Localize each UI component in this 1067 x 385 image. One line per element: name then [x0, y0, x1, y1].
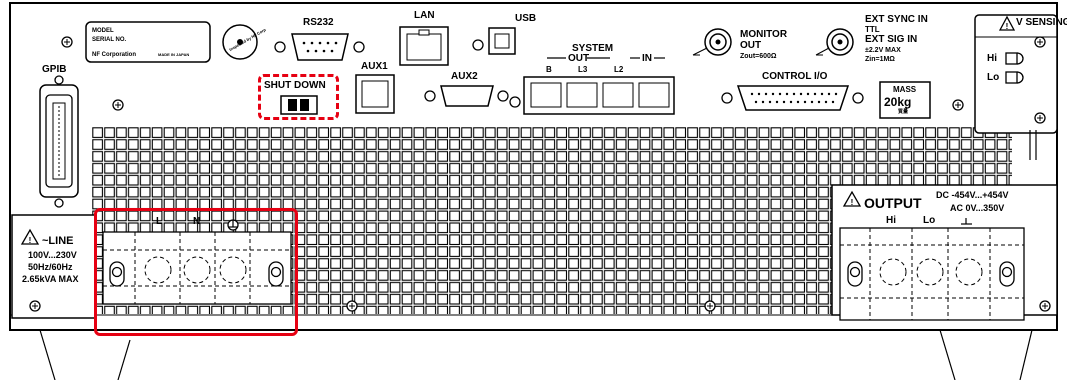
- aux2-label: AUX2: [451, 71, 478, 82]
- line-freq: 50Hz/60Hz: [28, 262, 73, 272]
- svg-text:!: !: [851, 198, 854, 207]
- mass-value: 20kg: [884, 95, 912, 109]
- output-ac-spec: AC 0V...350V: [950, 203, 1005, 213]
- mass-label: MASS: [893, 85, 917, 94]
- line-terminal-n: N: [193, 216, 201, 227]
- aux1-port: [355, 74, 395, 114]
- mass-label-box: [879, 81, 931, 119]
- line-power: 2.65kVA MAX: [22, 275, 79, 284]
- system-in-label: IN: [642, 53, 652, 64]
- output-terminal-hi: Hi: [886, 215, 896, 226]
- vsensing-title: V SENSING: [1016, 17, 1067, 28]
- gpib-label: GPIB: [42, 64, 67, 75]
- line-title: ~LINE: [42, 235, 74, 247]
- monitor-bnc: [692, 28, 732, 56]
- system-ports: [509, 57, 675, 115]
- shutdown-connector: [280, 95, 318, 115]
- monitor-title: MONITOR: [740, 29, 788, 40]
- shutdown-label: SHUT DOWN: [264, 80, 326, 91]
- inspection-seal: [222, 24, 258, 60]
- line-terminal-block: [11, 214, 292, 319]
- system-out-label: OUT: [568, 53, 590, 64]
- ext-zin-label: Zin=1MΩ: [865, 56, 895, 63]
- panel-feet: [39, 329, 1033, 381]
- usb-label: USB: [515, 13, 537, 24]
- system-port-l2-label: L2: [614, 65, 624, 74]
- ext-max-label: ±2.2V MAX: [865, 47, 901, 54]
- control-io-connector: [721, 85, 864, 111]
- aux1-label: AUX1: [361, 61, 388, 72]
- output-terminal-block: [831, 184, 1058, 321]
- shutdown-highlight: [258, 74, 339, 120]
- output-title: OUTPUT: [864, 195, 922, 211]
- vsensing-lo: Lo: [987, 72, 1000, 83]
- side-slots: [1029, 130, 1037, 160]
- monitor-out: OUT: [740, 40, 762, 51]
- svg-text:!: !: [29, 236, 32, 245]
- rs232-label: RS232: [303, 17, 334, 28]
- line-terminal-highlight: [94, 208, 298, 336]
- monitor-spec: Zout=600Ω: [740, 53, 777, 60]
- nameplate: [85, 21, 211, 63]
- aux2-port: [424, 85, 509, 107]
- nameplate-model: MODEL: [92, 28, 114, 34]
- rs232-connector: [274, 33, 365, 61]
- lan-port: [399, 26, 449, 66]
- control-io-label: CONTROL I/O: [762, 71, 828, 82]
- usb-port: [472, 27, 516, 55]
- warning-icon: [20, 15, 1016, 245]
- nameplate-origin: MADE IN JAPAN: [158, 52, 190, 57]
- ext-sig-label: EXT SIG IN: [865, 34, 918, 45]
- vsensing-hi: Hi: [987, 53, 997, 64]
- lan-label: LAN: [414, 10, 435, 21]
- output-dc-spec: DC -454V...+454V: [936, 190, 1009, 200]
- system-label: SYSTEM: [572, 43, 614, 54]
- line-terminal-l: L: [156, 216, 163, 227]
- ext-bnc: [815, 28, 854, 56]
- ext-ttl-label: TTL: [865, 25, 880, 34]
- system-port-l3-label: L3: [578, 65, 588, 74]
- system-port-b-label: B: [546, 65, 552, 74]
- svg-text:!: !: [1006, 22, 1009, 31]
- nameplate-serial: SERIAL NO.: [92, 37, 127, 43]
- output-terminal-lo: Lo: [923, 215, 936, 226]
- nameplate-maker: NF Corporation: [92, 52, 136, 58]
- line-voltage: 100V...230V: [28, 250, 77, 260]
- ext-sync-label: EXT SYNC IN: [865, 14, 928, 25]
- mass-jp: 質量: [898, 109, 909, 115]
- gpib-connector: [39, 75, 79, 208]
